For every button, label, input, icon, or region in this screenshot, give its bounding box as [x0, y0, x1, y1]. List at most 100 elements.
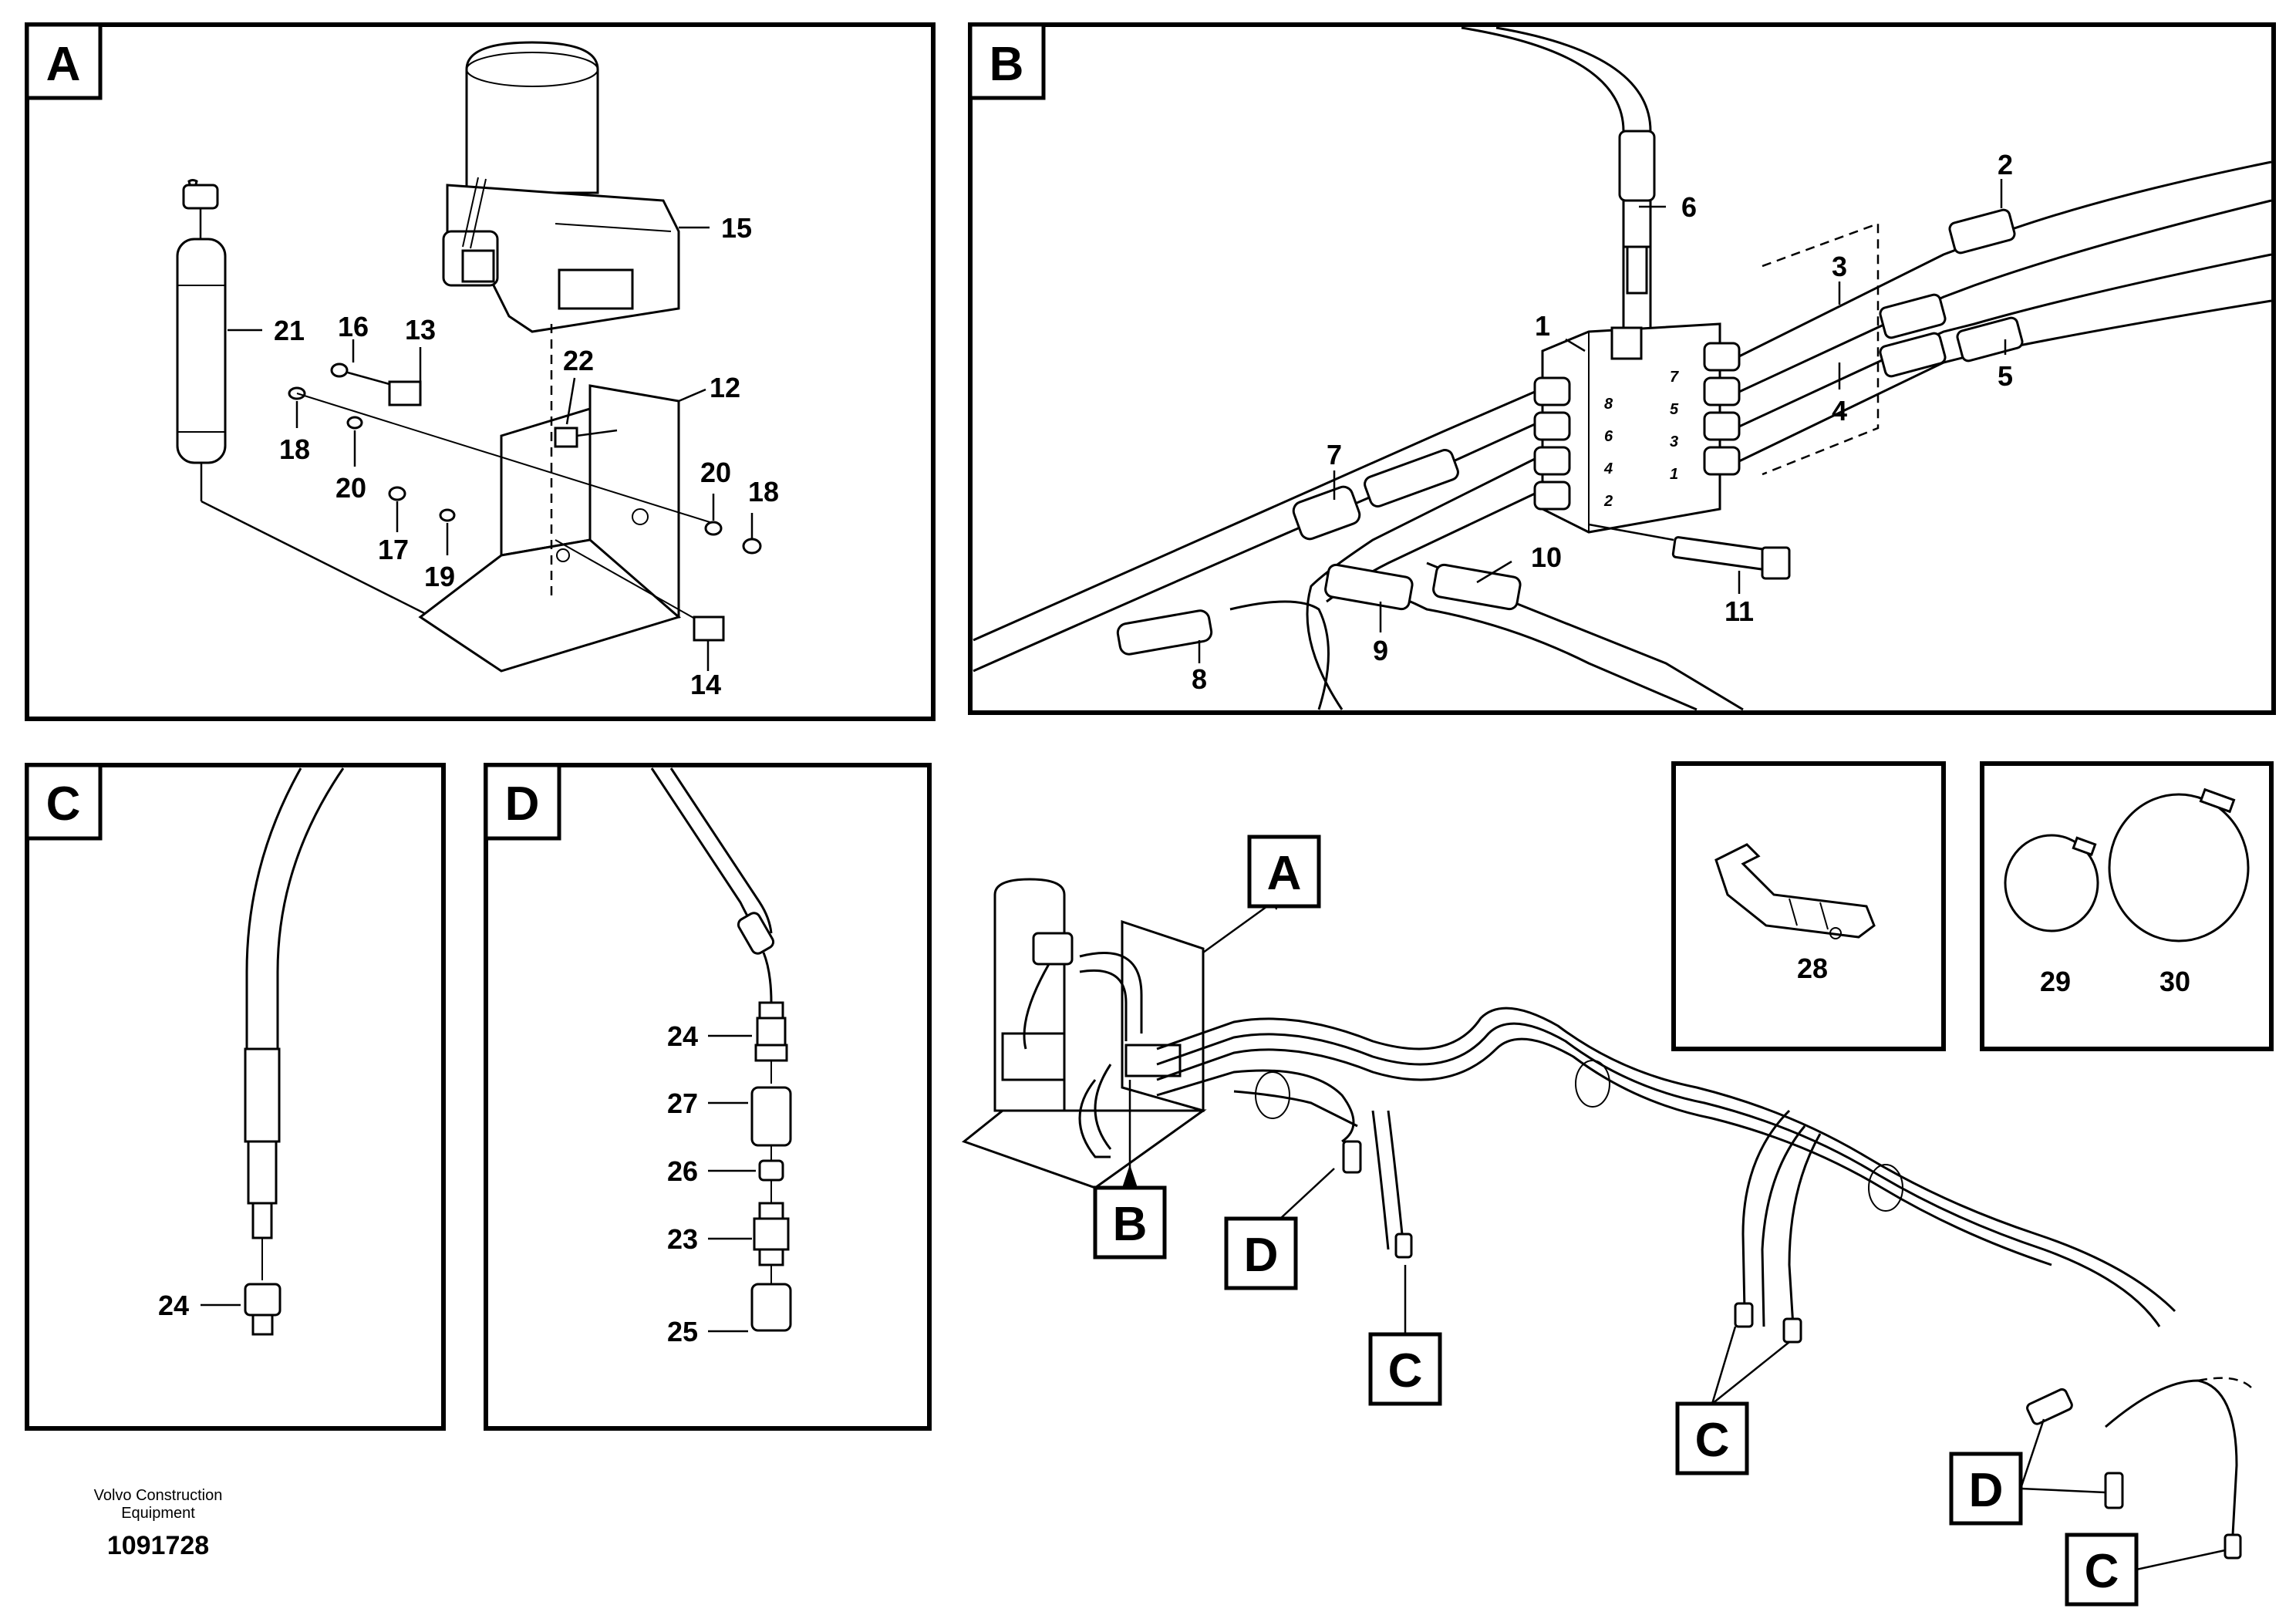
callout-10: 10	[1531, 541, 1562, 573]
panel-d-label: D	[505, 777, 540, 831]
callout-3: 3	[1832, 251, 1847, 282]
overview-tag-c-1-label: C	[1388, 1344, 1423, 1398]
panel-c-label: C	[46, 777, 81, 831]
distributor-block: 8 6 4 2 7 5 3 1	[1533, 322, 1741, 534]
panel-b-callouts: 6 2 3 1 4 5 7 10 11 8 9	[1192, 149, 2013, 695]
callout-15: 15	[721, 212, 752, 244]
callout-26: 26	[667, 1155, 698, 1187]
panel-28-frame	[1671, 761, 1946, 1051]
panel-b-label: B	[990, 38, 1024, 91]
overview-tag-c-2	[1675, 1401, 1749, 1475]
panel-29-30: 29 30	[1980, 761, 2274, 1051]
bolt-22	[554, 427, 578, 448]
panel-29-30-frame	[1980, 761, 2274, 1051]
callout-6: 6	[1681, 191, 1697, 223]
overview-tag-d-2-label: D	[1969, 1464, 2004, 1517]
port-label-2: 2	[1603, 493, 1613, 510]
callout-19: 19	[424, 561, 455, 592]
callout-24-c: 24	[158, 1290, 189, 1321]
overview-tag-d-1	[1224, 1216, 1298, 1290]
callout-13: 13	[405, 314, 436, 346]
guide-line-1	[296, 393, 718, 525]
brand-line-2: Equipment	[121, 1505, 195, 1522]
washer-20-right	[704, 521, 723, 536]
grease-gun	[176, 179, 433, 619]
callout-8: 8	[1192, 663, 1207, 695]
callout-7: 7	[1327, 439, 1342, 470]
callout-16: 16	[338, 311, 369, 342]
port-label-5: 5	[1670, 401, 1679, 418]
clamp-30	[2108, 793, 2250, 943]
port-label-6: 6	[1604, 428, 1613, 445]
callout-20-right: 20	[700, 457, 731, 488]
port-label-7: 7	[1670, 369, 1679, 386]
panel-b: B 8 6 4 2 7 5 3 1	[968, 22, 2276, 715]
overview-tag-c-3	[2065, 1533, 2139, 1607]
callout-20-left: 20	[335, 472, 366, 504]
callout-5: 5	[1998, 360, 2013, 392]
callout-11: 11	[1725, 595, 1754, 627]
panel-a-callouts: 21 16 13 15 22 12 18 20 20 18 17 19 14	[228, 212, 779, 700]
overview-tag-b	[1093, 1185, 1167, 1259]
panel-a-tag-box	[25, 22, 103, 100]
port-label-3: 3	[1670, 433, 1678, 450]
panel-d-frame	[484, 763, 932, 1431]
panel-a-frame	[25, 22, 936, 721]
document-id: 1091728	[107, 1531, 209, 1560]
bolt-16	[330, 363, 390, 386]
panel-a-label: A	[46, 38, 81, 91]
panel-d: D 24 27 26 23 25	[484, 763, 932, 1431]
callout-30: 30	[2159, 966, 2190, 997]
callout-23: 23	[667, 1223, 698, 1255]
nut-18-right	[742, 538, 762, 555]
lubrication-pump	[442, 41, 680, 333]
clamp-29	[2004, 834, 2099, 932]
callout-24-d: 24	[667, 1020, 698, 1052]
washer-20-left	[346, 416, 363, 430]
callout-21: 21	[274, 315, 305, 346]
overview-tag-b-label: B	[1113, 1198, 1148, 1251]
callout-12: 12	[710, 372, 740, 403]
bolt-14	[693, 615, 725, 642]
overview-tag-c-1	[1368, 1332, 1442, 1406]
callout-18-left: 18	[279, 433, 310, 465]
callout-27: 27	[667, 1088, 698, 1119]
part-17	[388, 486, 406, 501]
callout-14: 14	[690, 669, 721, 700]
overview-tag-d-2	[1949, 1452, 2023, 1526]
overview-tags: A B D C C D C	[1093, 835, 2226, 1607]
panel-a: A	[25, 22, 936, 721]
washer-19	[439, 508, 456, 522]
callout-25: 25	[667, 1316, 698, 1347]
panel-c-tag-box	[25, 763, 103, 841]
panel-b-frame	[968, 22, 2276, 715]
overview-assembly	[961, 878, 2253, 1560]
overview-tag-c-3-label: C	[2085, 1545, 2119, 1598]
overview-tag-a	[1247, 835, 1321, 909]
callout-9: 9	[1373, 635, 1388, 666]
panel-c: C 24	[25, 763, 446, 1431]
callout-18-right: 18	[748, 476, 779, 508]
overview-tag-a-label: A	[1267, 847, 1302, 900]
port-label-1: 1	[1670, 466, 1678, 483]
guide-line-2	[555, 539, 706, 626]
callout-17: 17	[378, 534, 409, 565]
port-label-4: 4	[1603, 460, 1613, 477]
footer: Volvo Construction Equipment 1091728	[94, 1487, 223, 1560]
mounting-bracket	[418, 324, 682, 673]
port-label-8: 8	[1604, 396, 1613, 413]
overview-tag-c-2-label: C	[1695, 1414, 1730, 1467]
callout-1: 1	[1535, 310, 1550, 342]
callout-2: 2	[1998, 149, 2013, 180]
callout-22: 22	[563, 345, 594, 376]
panel-c-frame	[25, 763, 446, 1431]
overview-tag-d-1-label: D	[1244, 1229, 1279, 1282]
clip-13	[388, 380, 422, 406]
callout-28: 28	[1797, 953, 1828, 984]
panel-d-tag-box	[484, 763, 561, 841]
panel-28: 28	[1671, 761, 1946, 1051]
callout-4: 4	[1832, 395, 1847, 427]
callout-29: 29	[2040, 966, 2071, 997]
panel-b-tag-box	[968, 22, 1046, 100]
